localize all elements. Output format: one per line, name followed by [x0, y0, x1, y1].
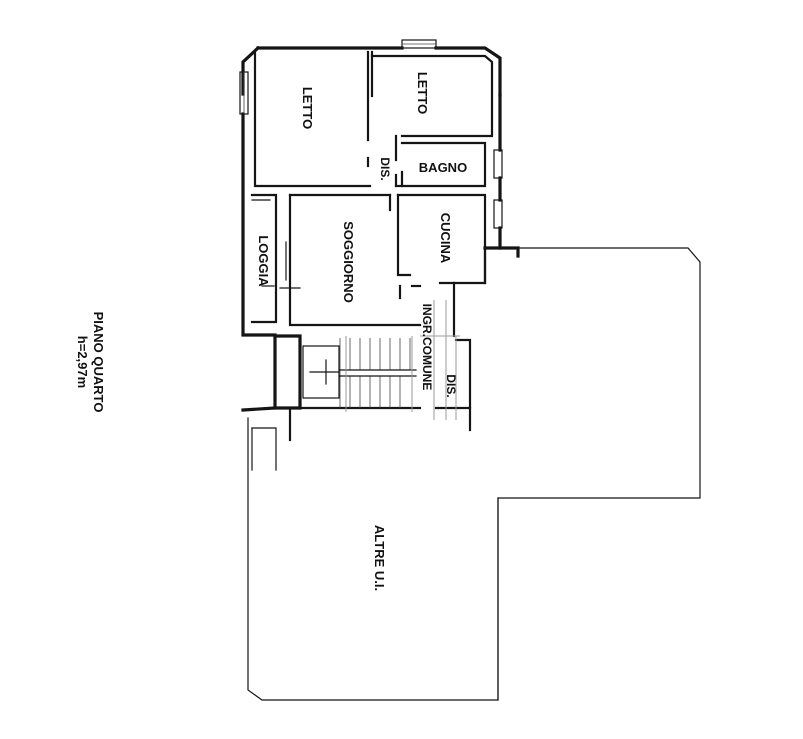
stair-core — [273, 300, 472, 442]
window-top — [401, 39, 437, 49]
window-bagno — [493, 149, 503, 179]
room-label-letto-left: LETTO — [300, 87, 315, 129]
floor-height: h=2,97m — [75, 336, 90, 388]
room-label-bagno: BAGNO — [419, 160, 467, 175]
room-label-dis-upper: DIS. — [378, 157, 392, 180]
room-label-soggiorno: SOGGIORNO — [341, 221, 356, 303]
room-label-altre-ui: ALTRE U.I. — [372, 525, 387, 591]
window-left-letto — [239, 71, 249, 115]
room-label-dis-lower: DIS. — [444, 374, 458, 397]
window-cucina — [493, 199, 503, 229]
floor-title: PIANO QUARTO — [91, 312, 106, 413]
interior-walls — [250, 50, 520, 338]
room-label-letto-right: LETTO — [415, 72, 430, 114]
room-label-loggia: LOGGIA — [256, 235, 271, 287]
apartment-outer-walls — [241, 45, 502, 412]
room-label-cucina: CUCINA — [438, 213, 453, 264]
room-label-ingr-comune: INGR.COMUNE — [420, 304, 434, 391]
altre-ui-outline — [247, 247, 701, 701]
